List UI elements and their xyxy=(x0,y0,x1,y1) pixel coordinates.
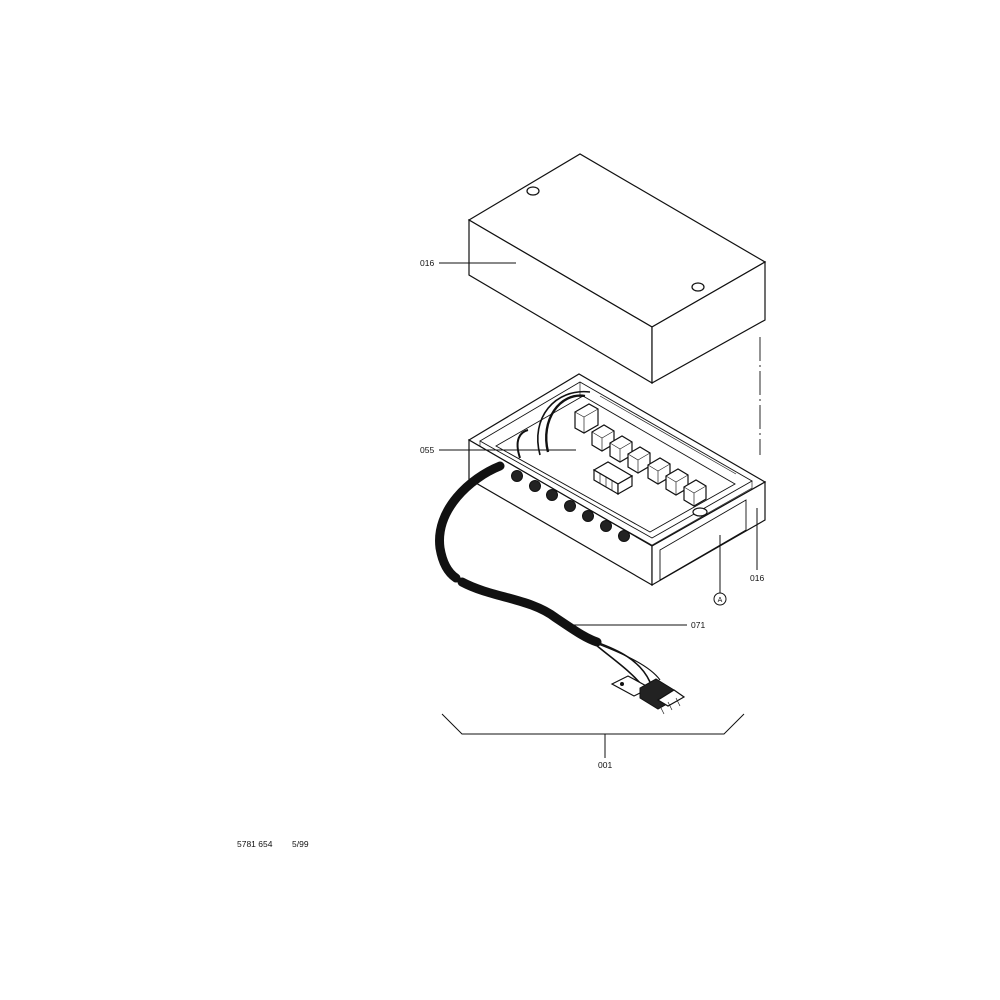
housing-cover xyxy=(467,153,767,385)
cable-gland xyxy=(564,500,576,512)
cable-gland xyxy=(529,480,541,492)
cover-screw-hole xyxy=(526,186,540,196)
connector-block xyxy=(683,479,707,507)
assembly-bracket xyxy=(441,713,745,735)
connector-block xyxy=(609,435,633,463)
callout-detail: A xyxy=(718,597,723,604)
cable-gland xyxy=(546,489,558,501)
revision-date: 5/99 xyxy=(292,839,309,849)
cable-gland xyxy=(582,510,594,522)
connection-cable xyxy=(435,461,686,715)
callout-base: 016 xyxy=(750,573,764,583)
cable-gland xyxy=(511,470,523,482)
terminal-strip xyxy=(592,461,634,496)
label-recess xyxy=(659,499,747,581)
callout-board: 055 xyxy=(420,445,434,455)
callout-assembly: 001 xyxy=(598,760,612,770)
callout-cable: 071 xyxy=(691,620,705,630)
cover-screw-hole xyxy=(691,282,705,292)
cable-plug xyxy=(610,675,686,715)
detail-marker-circle xyxy=(713,592,727,606)
part-number: 5781 654 xyxy=(237,839,273,849)
circuit-board xyxy=(495,390,736,533)
cable-gland xyxy=(618,530,630,542)
cable-glands xyxy=(511,470,630,542)
callout-cover: 016 xyxy=(420,258,434,268)
cable-gland xyxy=(600,520,612,532)
relay xyxy=(574,403,599,434)
